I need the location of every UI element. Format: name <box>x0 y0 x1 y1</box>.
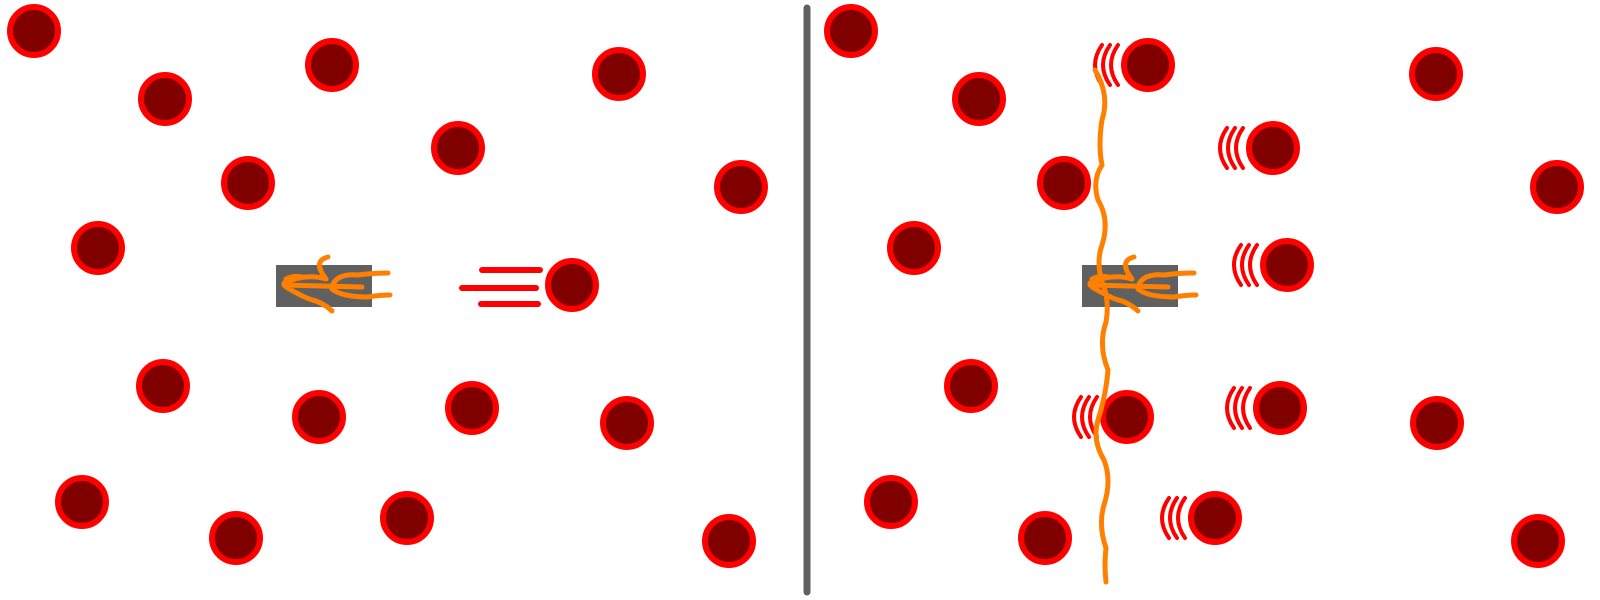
particle <box>952 72 1006 126</box>
vibration-marks <box>1072 395 1099 439</box>
source-squiggle <box>329 270 391 290</box>
particle <box>380 491 434 545</box>
particle <box>209 511 263 565</box>
particle <box>71 221 125 275</box>
particle <box>1409 47 1463 101</box>
motion-lines <box>459 267 543 307</box>
particle <box>1260 238 1314 292</box>
particle <box>1188 491 1242 545</box>
source-squiggle <box>283 284 335 314</box>
vibration-arc <box>1101 43 1112 87</box>
vibration-arc <box>1241 386 1252 430</box>
vibration-arc <box>1240 243 1251 287</box>
vibration-arc <box>1168 496 1179 540</box>
source-squiggle <box>1089 284 1141 314</box>
particle <box>545 258 599 312</box>
particle <box>1530 160 1584 214</box>
particle <box>431 121 485 175</box>
particle <box>1246 121 1300 175</box>
particle <box>1511 514 1565 568</box>
vibration-marks <box>1225 386 1252 430</box>
vibration-arc <box>1072 395 1083 439</box>
particle <box>445 381 499 435</box>
particle <box>592 47 646 101</box>
vibration-arc <box>1218 126 1229 170</box>
particle <box>1253 381 1307 435</box>
right-panel <box>824 4 1584 585</box>
source-squiggle <box>1135 270 1197 290</box>
particle <box>1121 38 1175 92</box>
source-squiggle <box>329 286 393 300</box>
vibration-marks <box>1232 243 1259 287</box>
vibration-arc <box>1176 496 1187 540</box>
vibration-arc <box>1080 395 1091 439</box>
vibration-arc <box>1234 126 1245 170</box>
wave-source <box>276 254 393 314</box>
particle <box>1100 390 1154 444</box>
source-squiggle <box>1135 286 1199 300</box>
wave-trail <box>1092 67 1111 585</box>
particle <box>702 514 756 568</box>
particle <box>292 390 346 444</box>
particle <box>714 160 768 214</box>
source-squiggle <box>281 282 365 290</box>
particle <box>136 359 190 413</box>
vibration-arc <box>1232 243 1243 287</box>
vibration-arc <box>1225 386 1236 430</box>
source-squiggle <box>283 273 305 282</box>
vibration-marks <box>1160 496 1187 540</box>
particle <box>55 475 109 529</box>
particle <box>305 38 359 92</box>
particle <box>1410 396 1464 450</box>
particle <box>944 359 998 413</box>
left-panel <box>7 4 768 568</box>
vibration-marks <box>1218 126 1245 170</box>
vibration-arc <box>1109 43 1120 87</box>
particle <box>1037 156 1091 210</box>
vibration-arc <box>1160 496 1171 540</box>
particle <box>824 4 878 58</box>
particle <box>7 4 61 58</box>
particle <box>600 396 654 450</box>
particle <box>138 72 192 126</box>
particle <box>221 156 275 210</box>
particle <box>887 221 941 275</box>
particle <box>1018 511 1072 565</box>
vibration-arc <box>1248 243 1259 287</box>
particle <box>864 475 918 529</box>
vibration-arc <box>1233 386 1244 430</box>
vibration-arc <box>1226 126 1237 170</box>
